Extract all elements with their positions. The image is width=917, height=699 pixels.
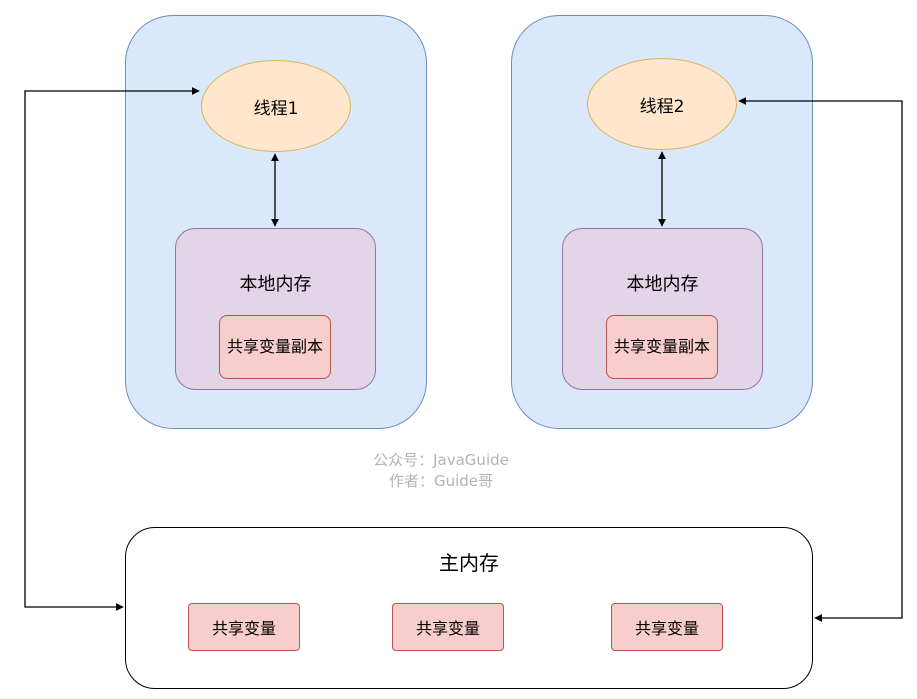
watermark-line1: 公众号：JavaGuide bbox=[373, 451, 509, 469]
thread1-shared-var-copy-label: 共享变量副本 bbox=[226, 337, 323, 356]
thread1-local-memory-label: 本地内存 bbox=[239, 274, 312, 295]
thread2-node[interactable]: 线程2 bbox=[587, 58, 737, 150]
thread2-main-memory-connector bbox=[738, 97, 903, 622]
shared-variable[interactable]: 共享变量 bbox=[611, 603, 723, 651]
shared-variable-label: 共享变量 bbox=[634, 619, 699, 638]
thread1-shared-var-copy[interactable]: 共享变量副本 bbox=[219, 315, 331, 379]
thread2-shared-var-copy[interactable]: 共享变量副本 bbox=[606, 315, 718, 379]
shared-variable[interactable]: 共享变量 bbox=[392, 603, 504, 651]
thread1-node[interactable]: 线程1 bbox=[201, 60, 351, 152]
watermark-line2: 作者：Guide哥 bbox=[388, 472, 494, 490]
shared-variable-label: 共享变量 bbox=[415, 619, 480, 638]
shared-variable-label: 共享变量 bbox=[211, 619, 276, 638]
thread1-label: 线程1 bbox=[253, 98, 299, 119]
thread2-local-memory-label: 本地内存 bbox=[626, 274, 699, 295]
thread1-main-memory-connector bbox=[24, 87, 200, 611]
thread2-label: 线程2 bbox=[639, 96, 685, 117]
thread2-shared-var-copy-label: 共享变量副本 bbox=[613, 337, 710, 356]
watermark: 公众号：JavaGuide 作者：Guide哥 bbox=[291, 450, 591, 492]
shared-variable[interactable]: 共享变量 bbox=[188, 603, 300, 651]
main-memory-label: 主内存 bbox=[439, 551, 499, 575]
